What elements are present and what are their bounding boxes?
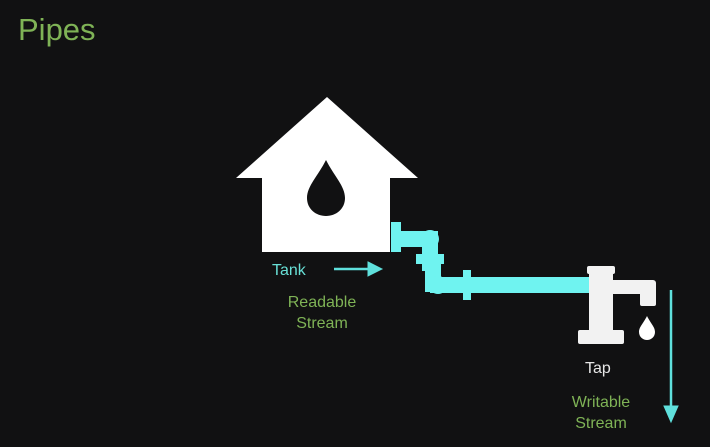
tank-label: Tank [272, 262, 306, 279]
slide-title: Pipes [18, 12, 96, 47]
writable-line2: Stream [575, 414, 627, 432]
readable-line1: Readable [287, 294, 357, 311]
writable-stream-label: Writable Stream [556, 393, 646, 435]
readable-line2: Stream [296, 314, 348, 332]
pipe [391, 222, 595, 300]
readable-arrow [334, 261, 384, 277]
writable-line1: Writable [571, 394, 631, 411]
water-drop-icon [307, 160, 345, 216]
tap-label: Tap [585, 360, 611, 377]
writable-arrow [663, 290, 679, 424]
readable-stream-label: Readable Stream [272, 293, 372, 335]
tap-drop-icon [639, 316, 655, 340]
faucet-icon [578, 266, 656, 344]
